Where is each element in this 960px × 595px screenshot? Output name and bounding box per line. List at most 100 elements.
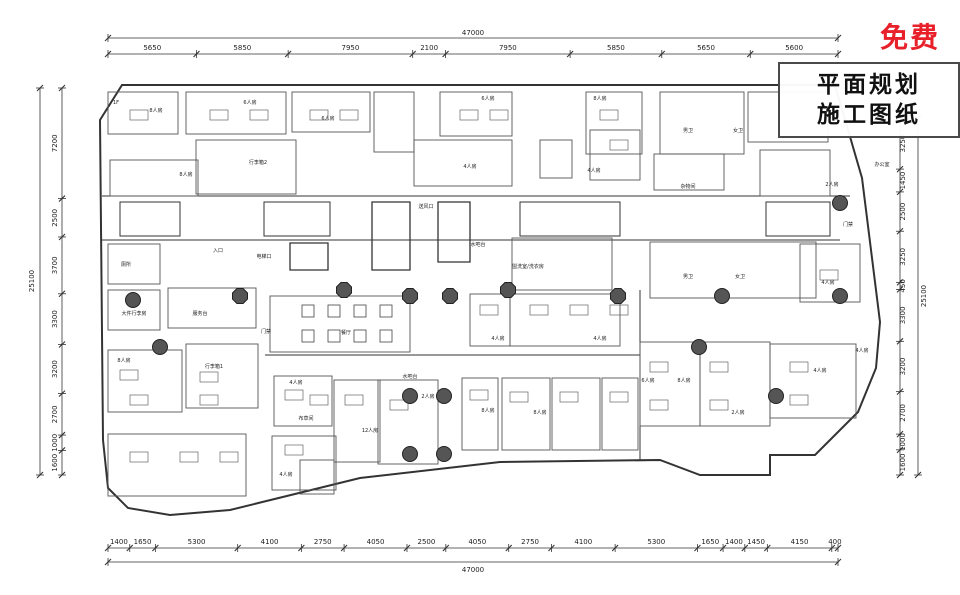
dimension-value: 3300: [899, 306, 907, 324]
dining-table: [379, 304, 393, 318]
badge-line-1: 平面规划: [817, 72, 921, 98]
bunk-bed: [339, 109, 359, 121]
bunk-bed: [309, 109, 329, 121]
room-label: 8人房: [117, 357, 130, 364]
bunk-bed: [789, 394, 809, 406]
room-label: 布草间: [298, 415, 313, 422]
dining-table: [379, 329, 393, 343]
dimension-value: 5850: [233, 44, 251, 52]
room-label: 电梯口: [256, 253, 271, 260]
dining-table: [327, 304, 341, 318]
bunk-bed: [819, 269, 839, 281]
bunk-bed: [249, 109, 269, 121]
room-label: 盥洗室/洗衣房: [512, 263, 544, 270]
room-outline: [185, 91, 287, 135]
dimension-value: 4150: [791, 538, 809, 546]
room-label: 4人房: [289, 379, 302, 386]
dining-table: [327, 329, 341, 343]
round-column: [832, 288, 848, 304]
room-label: 餐厅: [341, 329, 351, 336]
dining-table: [301, 304, 315, 318]
room-label: 服务台: [192, 310, 207, 317]
room-outline: [299, 459, 335, 495]
dimension-value: 3200: [899, 358, 907, 376]
room-label: 4人房: [821, 279, 834, 286]
room-outline: [195, 139, 297, 195]
room-label: 男卫: [683, 274, 693, 280]
room-label: 6人房: [641, 377, 654, 384]
elevator-core: [289, 201, 471, 271]
round-column: [436, 388, 452, 404]
room-outline: [585, 91, 643, 155]
bunk-bed: [219, 451, 239, 463]
dimension-value: 1600: [899, 454, 907, 472]
room-label: 杂物间: [680, 183, 695, 190]
bunk-bed: [284, 389, 304, 401]
dimension-value: 450: [899, 279, 907, 292]
room-outline: [659, 91, 745, 155]
dimension-value: 5850: [607, 44, 625, 52]
dim-left-total: 25100: [28, 84, 44, 479]
room-label: 4人房: [593, 335, 606, 342]
room-label: 4人房: [855, 347, 868, 354]
room-label: 水吧台: [470, 241, 485, 248]
dim-bottom-total: 47000: [104, 558, 842, 574]
room-label: 6人房: [321, 115, 334, 122]
room-label: 厕所: [121, 261, 131, 268]
room-label: 男卫: [683, 128, 693, 134]
dimension-value: 2100: [420, 44, 438, 52]
room-outline: [769, 343, 857, 419]
room-label: 2人房: [421, 393, 434, 400]
dimension-value: 2700: [51, 405, 59, 423]
dimension-value: 4100: [574, 538, 592, 546]
room-outline: [539, 139, 573, 179]
dimension-value: 7200: [51, 134, 59, 152]
room-outline: [273, 375, 333, 427]
room-outline: [269, 295, 411, 353]
room-label: 门禁: [843, 221, 853, 228]
room-label: 8人房: [179, 171, 192, 178]
octagonal-column: [610, 288, 626, 304]
room-outline: [373, 91, 415, 153]
dimension-value: 5650: [143, 44, 161, 52]
round-column: [691, 339, 707, 355]
dimension-value: 3300: [51, 310, 59, 328]
bunk-bed: [129, 109, 149, 121]
dimension-value: 4050: [468, 538, 486, 546]
room-outline: [107, 243, 161, 285]
room-outline: [107, 349, 183, 413]
bunk-bed: [609, 139, 629, 151]
octagonal-column: [442, 288, 458, 304]
room-outline: [413, 139, 513, 187]
octagonal-column: [232, 288, 248, 304]
room-label: 2人房: [731, 409, 744, 416]
dim-total-bottom-value: 47000: [462, 566, 484, 574]
room-outline: [511, 237, 613, 291]
dimension-value: 1450: [899, 172, 907, 190]
octagonal-column: [500, 282, 516, 298]
dimension-value: 2500: [51, 209, 59, 227]
room-label: 6人房: [481, 95, 494, 102]
bunk-bed: [389, 399, 409, 411]
round-column: [125, 292, 141, 308]
room-outline: [167, 287, 257, 329]
room-label: 8人房: [677, 377, 690, 384]
exterior-wall: [98, 84, 882, 517]
dimension-value: 1600: [51, 454, 59, 472]
room-label: 办公室: [874, 161, 889, 168]
dimension-value: 2500: [417, 538, 435, 546]
room-label: 8人房: [481, 407, 494, 414]
dimension-value: 2700: [899, 404, 907, 422]
room-outline: [759, 149, 831, 197]
bunk-bed: [649, 361, 669, 373]
room-label: 2人房: [825, 181, 838, 188]
dimension-value: 4050: [367, 538, 385, 546]
room-label: 行李箱2: [249, 159, 267, 166]
bunk-bed: [344, 394, 364, 406]
room-label: 行李箱1: [205, 363, 223, 370]
round-column: [832, 195, 848, 211]
bunk-bed: [119, 369, 139, 381]
round-column: [714, 288, 730, 304]
